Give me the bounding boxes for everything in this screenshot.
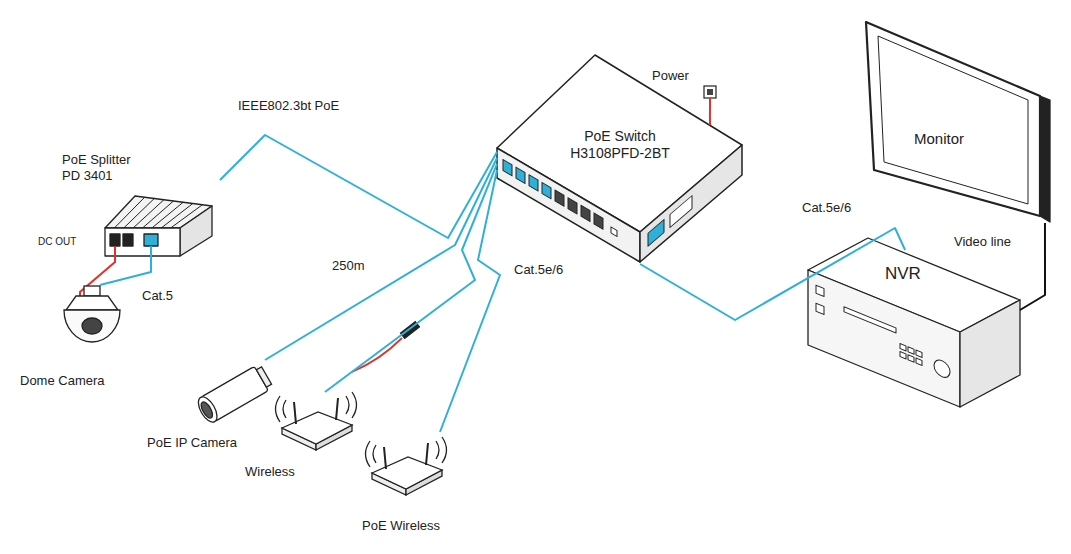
cable xyxy=(640,228,905,320)
text-holder: Power xyxy=(652,68,689,84)
node-label: Monitor xyxy=(914,130,964,148)
camera-node: PoE IP Camera xyxy=(145,360,285,455)
node-label: Wireless xyxy=(245,464,295,480)
ip-camera-drawing xyxy=(195,363,274,425)
power-node: Power xyxy=(650,66,725,108)
monitor-node: Monitor xyxy=(862,18,1054,223)
nvr-drawing xyxy=(808,238,1020,407)
nvr-node: NVR xyxy=(808,250,1020,410)
node-label: PoE Switch H3108PFD-2BT xyxy=(555,128,685,162)
splitter-drawing xyxy=(105,196,212,256)
text-holder: PoE Splitter PD 3401 xyxy=(62,152,147,183)
splitter-node: PoE Splitter PD 3401 xyxy=(60,150,220,258)
fin xyxy=(171,205,203,228)
node-label: NVR xyxy=(885,264,921,284)
monitor-drawing xyxy=(866,22,1050,222)
cable-label: 250m xyxy=(330,258,367,274)
cable-label: Cat.5e/6 xyxy=(512,262,565,278)
poe-router-drawing xyxy=(366,437,447,495)
cable xyxy=(325,164,497,392)
cable-label: Cat.5 xyxy=(140,288,175,304)
camera-node: Dome Camera xyxy=(15,285,140,405)
cable xyxy=(1020,223,1045,310)
text-holder: PoE Wireless xyxy=(362,518,440,534)
node-label: Dome Camera xyxy=(20,373,105,389)
cable-label: IEEE802.3bt PoE xyxy=(236,98,341,114)
node-label: PoE IP Camera xyxy=(147,435,237,451)
cable xyxy=(100,258,151,285)
switch-node: PoE Switch H3108PFD-2BT xyxy=(497,118,742,264)
cable xyxy=(709,108,711,118)
router-drawing xyxy=(276,392,357,450)
text-holder: Wireless xyxy=(245,464,295,480)
cable-label: Video line xyxy=(952,234,1013,250)
text-holder: Dome Camera xyxy=(20,373,105,389)
port-label: DC OUT xyxy=(38,236,76,248)
text-holder: Monitor xyxy=(914,130,964,148)
node-label: PoE Wireless xyxy=(362,518,440,534)
cable-label: Cat.5e/6 xyxy=(800,200,853,216)
dc-wire xyxy=(80,246,115,296)
dome-camera-drawing xyxy=(64,286,120,342)
cable xyxy=(220,135,497,238)
cable xyxy=(440,170,500,432)
router-node: Wireless xyxy=(240,392,358,483)
text-holder: PoE Switch H3108PFD-2BT xyxy=(555,128,685,162)
router-node: PoE Wireless xyxy=(360,432,470,547)
node-label: PoE Splitter PD 3401 xyxy=(62,152,147,183)
text-holder: NVR xyxy=(885,264,921,284)
switch-drawing xyxy=(497,55,742,262)
cable-stub xyxy=(150,246,152,258)
text-holder: PoE IP Camera xyxy=(147,435,237,451)
power-socket xyxy=(704,86,716,125)
node-label: Power xyxy=(652,68,689,84)
cable xyxy=(265,158,497,360)
